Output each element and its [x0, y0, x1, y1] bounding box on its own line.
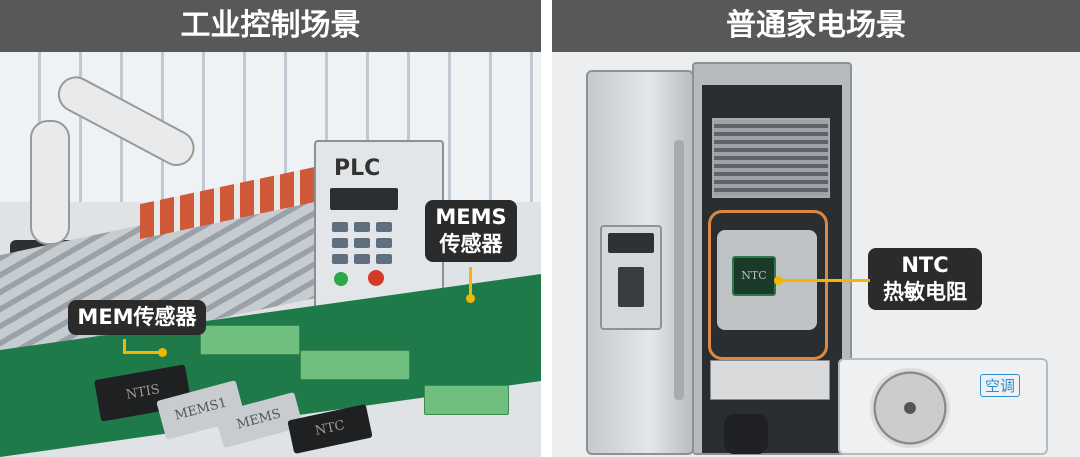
plc-key — [332, 238, 348, 248]
terminal-block — [424, 385, 509, 415]
mems-leader-line — [469, 267, 472, 297]
wire-loop — [708, 210, 828, 360]
plc-key — [354, 238, 370, 248]
factory-windows — [0, 52, 541, 202]
dispenser-display — [608, 233, 654, 253]
ntc-callout-line2: 热敏电阻 — [883, 280, 967, 304]
mem-sensor-callout: MEM传感器 — [68, 300, 206, 335]
plc-key — [376, 254, 392, 264]
home-appliance-title: 普通家电场景 — [552, 0, 1080, 52]
plc-key — [332, 254, 348, 264]
plc-key — [376, 222, 392, 232]
dispenser-nozzle — [618, 267, 644, 307]
plc-key — [354, 222, 370, 232]
control-box — [710, 360, 830, 400]
water-dispenser — [600, 225, 662, 330]
stop-button — [368, 270, 384, 286]
ntc-callout-line1: NTC — [901, 253, 949, 277]
ntc-chip: NTC — [732, 256, 776, 296]
mems-leader-dot — [466, 294, 475, 303]
plc-key — [376, 238, 392, 248]
terminal-block — [300, 350, 410, 380]
ac-label: 空调 — [980, 374, 1021, 397]
robot-arm-lower — [30, 120, 70, 245]
ntc-leader-line — [778, 279, 870, 282]
terminal-block — [200, 325, 300, 355]
start-button — [334, 272, 348, 286]
mem-leader-line — [123, 351, 163, 354]
mem-leader-line — [123, 339, 126, 353]
evaporator-coil — [712, 118, 830, 198]
compressor — [724, 414, 768, 454]
ntc-leader-dot — [774, 276, 783, 285]
plc-key — [332, 222, 348, 232]
fridge-handle — [674, 140, 684, 400]
ac-fan — [870, 368, 950, 448]
mems-sensor-callout: MEMS 传感器 — [425, 200, 517, 262]
mems-callout-line2: 传感器 — [439, 232, 503, 256]
plc-label: PLC — [334, 156, 381, 181]
plc-key — [354, 254, 370, 264]
mem-leader-dot — [158, 348, 167, 357]
home-appliance-panel: 普通家电场景 NTC 空调 NTC 热敏电阻 — [552, 0, 1080, 457]
ac-outdoor-unit: 空调 — [838, 358, 1048, 455]
mems-callout-line1: MEMS — [435, 205, 507, 229]
ntc-thermistor-callout: NTC 热敏电阻 — [868, 248, 982, 310]
industrial-scene-panel: 工业控制场景 PLC NTIS MEMS1 MEMS NTC MEMS 传感器 … — [0, 0, 541, 457]
plc-display — [330, 188, 398, 210]
industrial-title: 工业控制场景 — [0, 0, 541, 52]
